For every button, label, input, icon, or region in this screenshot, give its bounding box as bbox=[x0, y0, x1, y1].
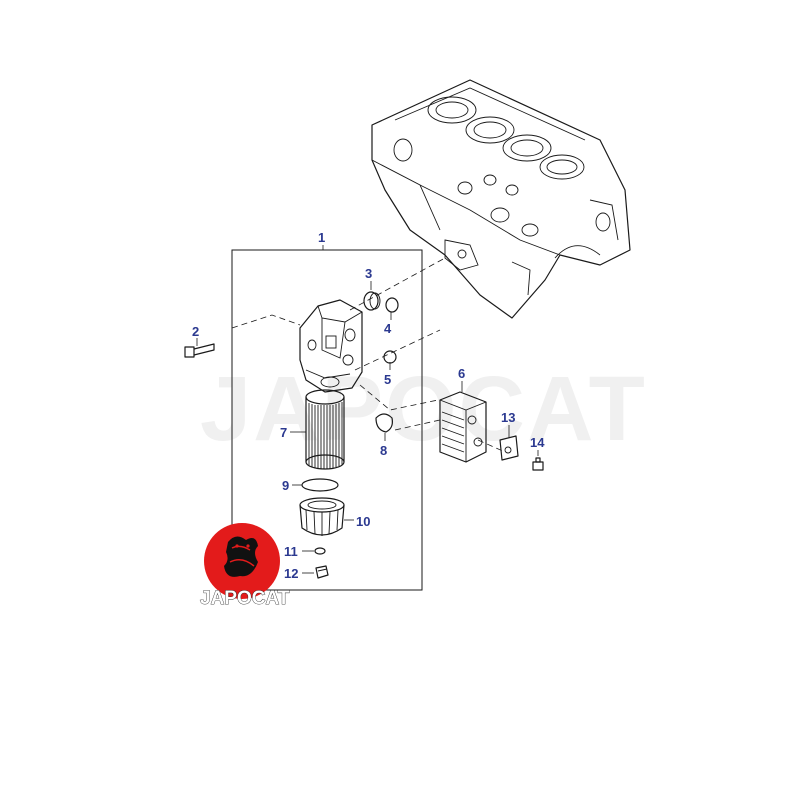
logo-text: JAPOCAT bbox=[200, 588, 290, 609]
oil-cooler-part-6 bbox=[439, 391, 487, 463]
callout-2: 2 bbox=[192, 324, 199, 339]
gasket-part-8 bbox=[375, 413, 393, 433]
callout-5: 5 bbox=[384, 372, 391, 387]
seal-ring-part-3 bbox=[363, 291, 381, 311]
callout-9: 9 bbox=[282, 478, 289, 493]
dash-line-block-a bbox=[349, 257, 446, 311]
bolt-part-2 bbox=[184, 343, 215, 358]
engine-block bbox=[371, 79, 631, 319]
callout-11: 11 bbox=[284, 544, 298, 559]
bolt-part-14 bbox=[532, 457, 544, 471]
callout-10: 10 bbox=[356, 514, 370, 529]
assembly-frame bbox=[231, 249, 423, 591]
cat-silhouette-icon bbox=[224, 536, 258, 577]
callout-1: 1 bbox=[318, 230, 325, 245]
o-ring-part-5 bbox=[383, 350, 397, 364]
dash-line-block-b bbox=[354, 329, 441, 371]
callout-8: 8 bbox=[380, 443, 387, 458]
dash-line-cooler-b bbox=[394, 419, 441, 431]
filter-element-part-7 bbox=[305, 389, 345, 470]
callout-12: 12 bbox=[284, 566, 298, 581]
o-ring-part-9 bbox=[301, 478, 339, 492]
watermark-text: JAPOCAT bbox=[200, 358, 647, 460]
callout-6: 6 bbox=[458, 366, 465, 381]
filter-cap-part-10 bbox=[299, 497, 345, 536]
callout-7: 7 bbox=[280, 425, 287, 440]
callout-14: 14 bbox=[530, 435, 545, 450]
callout-13: 13 bbox=[501, 410, 515, 425]
japocat-logo: JAPOCAT bbox=[200, 523, 290, 609]
drain-plug-part-12 bbox=[315, 565, 329, 579]
oil-filter-housing bbox=[299, 299, 363, 393]
bracket-part-13 bbox=[499, 435, 519, 461]
o-ring-part-11 bbox=[314, 547, 326, 555]
dash-line-bolt bbox=[231, 314, 301, 329]
o-ring-part-4 bbox=[385, 297, 399, 313]
dash-line-cooler-a bbox=[359, 384, 439, 411]
callout-3: 3 bbox=[365, 266, 372, 281]
callout-4: 4 bbox=[384, 321, 392, 336]
